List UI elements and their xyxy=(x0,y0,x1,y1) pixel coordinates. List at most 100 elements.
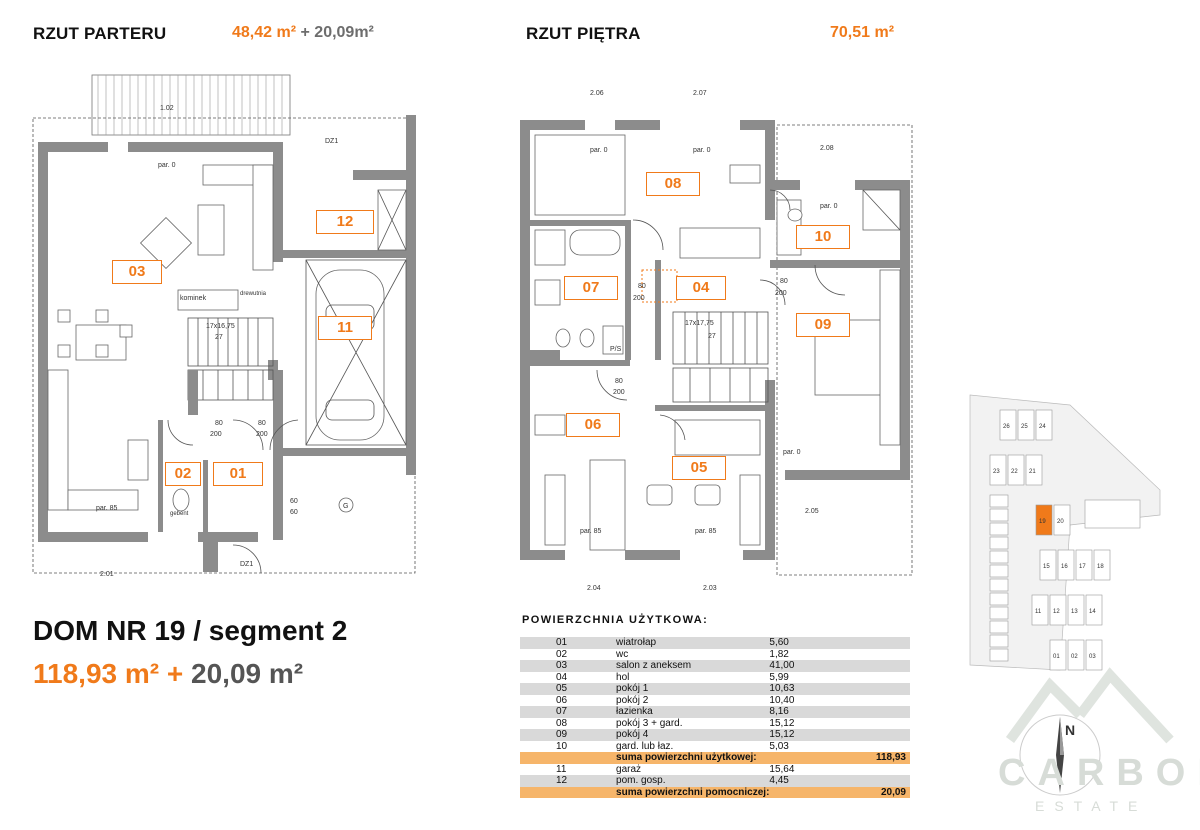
site-plot-label: 15 xyxy=(1043,564,1050,570)
window-label-2-01: 2.01 xyxy=(100,571,114,578)
site-plot-label: 26 xyxy=(1003,424,1010,430)
usable-area-title: POWIERZCHNIA UŻYTKOWA: xyxy=(522,614,709,626)
par0-label: par. 0 xyxy=(158,162,176,169)
room-name: gard. lub łaz. xyxy=(616,740,770,752)
room-number: 08 xyxy=(520,717,617,729)
ground-area-plus: + 20,09m² xyxy=(300,24,374,41)
logo-subtitle: ESTATE xyxy=(1035,798,1148,814)
woodshed-label: drewutnia xyxy=(240,291,267,297)
room-number: 09 xyxy=(520,729,617,741)
site-plot-label: 03 xyxy=(1089,654,1096,660)
site-plot-small xyxy=(989,564,1009,578)
svg-text:80: 80 xyxy=(258,420,266,427)
site-plot-label: 14 xyxy=(1089,609,1096,615)
gas-meter-icon xyxy=(338,497,354,513)
site-plot-small xyxy=(989,634,1009,648)
site-plot xyxy=(989,454,1007,486)
north-label: N xyxy=(1065,722,1075,738)
room-03-badge: 03 xyxy=(112,260,162,284)
par0-a-label: par. 0 xyxy=(590,147,608,154)
site-plot-label: 16 xyxy=(1061,564,1068,570)
svg-text:200: 200 xyxy=(775,290,787,297)
terrace-hatch xyxy=(91,74,291,136)
aux-sum-label: suma powierzchni pomocniczej: xyxy=(616,786,770,798)
site-plot-label: 17 xyxy=(1079,564,1086,570)
room-02-badge: 02 xyxy=(165,462,201,486)
svg-text:200: 200 xyxy=(256,431,268,438)
svg-text:200: 200 xyxy=(210,431,222,438)
site-plot-small xyxy=(989,550,1009,564)
room-area: 15,12 xyxy=(769,729,910,741)
par85-label: par. 85 xyxy=(96,505,118,512)
room-name: hol xyxy=(616,671,770,683)
room-06-badge: 06 xyxy=(566,413,620,437)
room-number: 01 xyxy=(520,637,617,649)
site-plot-small xyxy=(989,494,1009,508)
site-plot xyxy=(1049,594,1067,626)
first-floor-title: RZUT PIĘTRA xyxy=(526,24,641,43)
room-name: pokój 4 xyxy=(616,729,770,741)
window-label-2-08: 2.08 xyxy=(820,145,834,152)
site-plot-label: 18 xyxy=(1097,564,1104,570)
site-plot xyxy=(1025,454,1043,486)
par85-b-label: par. 85 xyxy=(695,528,717,535)
room-12-badge: 12 xyxy=(316,210,374,234)
first-stairs-label: 17x17,75 xyxy=(685,320,714,327)
site-plot xyxy=(1085,639,1103,671)
room-area: 10,63 xyxy=(769,683,910,695)
ground-floor-area: 48,42 m² + 20,09m² xyxy=(232,24,374,42)
par0-d-label: par. 0 xyxy=(783,449,801,456)
ground-stairs-label: 17x16,75 xyxy=(206,323,235,330)
site-plot-small xyxy=(989,606,1009,620)
room-09-badge: 09 xyxy=(796,313,850,337)
house-title: DOM NR 19 / segment 2 xyxy=(33,615,348,646)
room-number: 02 xyxy=(520,648,617,660)
first-floor-plan: 2.06 2.07 2.08 2.05 2.04 2.03 17x17,75 2… xyxy=(520,90,913,592)
site-plot xyxy=(1085,594,1103,626)
usable-sum-value: 118,93 xyxy=(769,752,910,764)
site-plot xyxy=(1053,504,1071,536)
svg-text:80: 80 xyxy=(615,378,623,385)
room-number: 12 xyxy=(520,775,617,787)
logo-wordmark: CARBON xyxy=(998,752,1200,794)
car-outline-icon xyxy=(315,269,385,441)
room-area: 5,03 xyxy=(769,740,910,752)
site-plot xyxy=(999,409,1017,441)
svg-text:80: 80 xyxy=(780,278,788,285)
room-04-badge: 04 xyxy=(676,276,726,300)
room-number: 04 xyxy=(520,671,617,683)
site-plot-small xyxy=(989,522,1009,536)
house-area-aux: 20,09 m² xyxy=(191,658,304,689)
room-area: 10,40 xyxy=(769,694,910,706)
site-plot xyxy=(1067,639,1085,671)
house-area: 118,93 m² + 20,09 m² xyxy=(33,658,303,690)
site-plot-highlight xyxy=(1035,504,1053,536)
room-area: 5,60 xyxy=(769,637,910,649)
room-name: pokój 2 xyxy=(616,694,770,706)
room-number: 10 xyxy=(520,740,617,752)
svg-text:200: 200 xyxy=(633,295,645,302)
first-stairs-count: 27 xyxy=(708,333,716,340)
house-area-main: 118,93 m² xyxy=(33,658,160,689)
sum-blank xyxy=(520,786,617,798)
window-label-2-07: 2.07 xyxy=(693,90,707,97)
room-area: 4,45 xyxy=(769,775,910,787)
room-name: łazienka xyxy=(616,706,770,718)
aux-sum-row: suma powierzchni pomocniczej:20,09 xyxy=(520,786,910,798)
room-number: 07 xyxy=(520,706,617,718)
room-name: wc xyxy=(616,648,770,660)
site-plot xyxy=(1093,549,1111,581)
site-plot-label: 24 xyxy=(1039,424,1046,430)
site-plot xyxy=(1049,639,1067,671)
room-area: 1,82 xyxy=(769,648,910,660)
aux-sum-value: 20,09 xyxy=(769,786,910,798)
site-plot-small xyxy=(989,508,1009,522)
site-plot-label: 19 xyxy=(1039,519,1046,525)
compass: N xyxy=(1019,714,1101,796)
room-05-badge: 05 xyxy=(672,456,726,480)
